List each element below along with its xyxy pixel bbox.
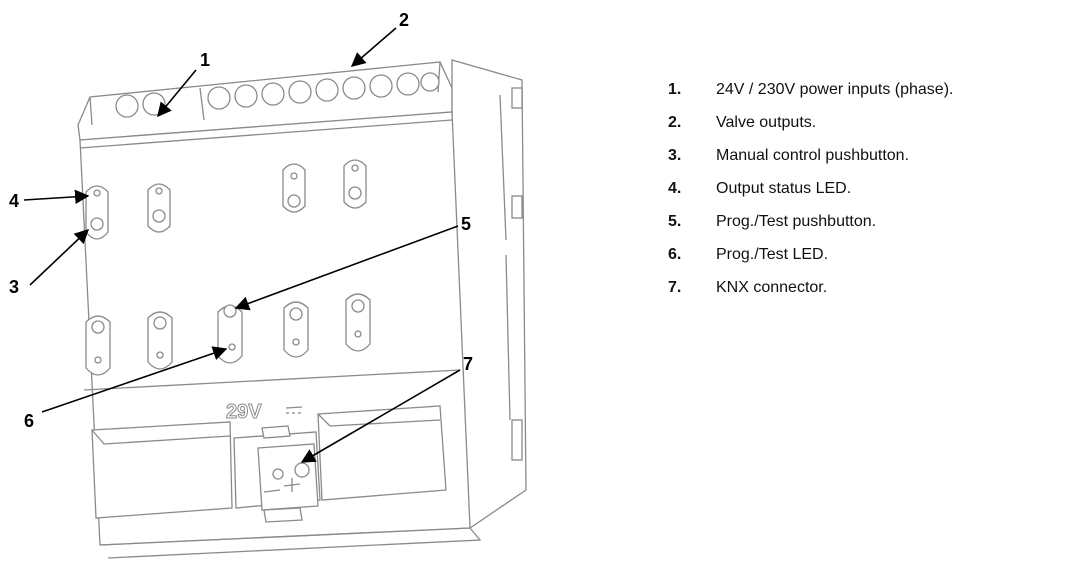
svg-text:29V: 29V xyxy=(226,401,262,423)
legend-text: Prog./Test LED. xyxy=(716,246,829,263)
legend-item: 1. 24V / 230V power inputs (phase). xyxy=(668,79,953,112)
legend-number: 3. xyxy=(668,147,682,164)
legend-number: 7. xyxy=(668,279,682,296)
legend-number: 1. xyxy=(668,81,682,98)
legend-item: 4. Output status LED. xyxy=(668,178,953,211)
legend-text: KNX connector. xyxy=(716,279,828,296)
legend-item: 7. KNX connector. xyxy=(668,277,953,310)
legend-item: 3. Manual control pushbutton. xyxy=(668,145,953,178)
legend-text: Valve outputs. xyxy=(716,114,817,131)
lower-output-slots xyxy=(85,293,371,376)
callout-4: 4 xyxy=(9,191,19,211)
callout-5: 5 xyxy=(461,214,471,234)
terminal-screws xyxy=(115,72,440,118)
legend-text: 24V / 230V power inputs (phase). xyxy=(716,81,954,98)
callout-3: 3 xyxy=(9,277,19,297)
callout-7: 7 xyxy=(463,354,473,374)
legend-text: Output status LED. xyxy=(716,180,852,197)
bottom-connectors xyxy=(91,405,447,523)
legend-item: 6. Prog./Test LED. xyxy=(668,244,953,277)
side-rail xyxy=(451,59,527,529)
voltage-marking: 29V xyxy=(226,401,303,424)
legend-text: Manual control pushbutton. xyxy=(716,147,910,164)
callout-1: 1 xyxy=(200,50,210,70)
legend-text: Prog./Test pushbutton. xyxy=(716,213,877,230)
callout-labels: 1 2 3 4 5 6 7 xyxy=(9,10,473,431)
callout-6: 6 xyxy=(24,411,34,431)
upper-output-slots xyxy=(85,159,367,240)
callout-2: 2 xyxy=(399,10,409,30)
legend-number: 2. xyxy=(668,114,682,131)
legend-item: 5. Prog./Test pushbutton. xyxy=(668,211,953,244)
legend-list: 1. 24V / 230V power inputs (phase). 2. Val… xyxy=(668,79,953,310)
leader-lines xyxy=(23,27,461,463)
legend-number: 6. xyxy=(668,246,682,263)
legend-number: 4. xyxy=(668,180,682,197)
legend-number: 5. xyxy=(668,213,682,230)
legend-item: 2. Valve outputs. xyxy=(668,112,953,145)
